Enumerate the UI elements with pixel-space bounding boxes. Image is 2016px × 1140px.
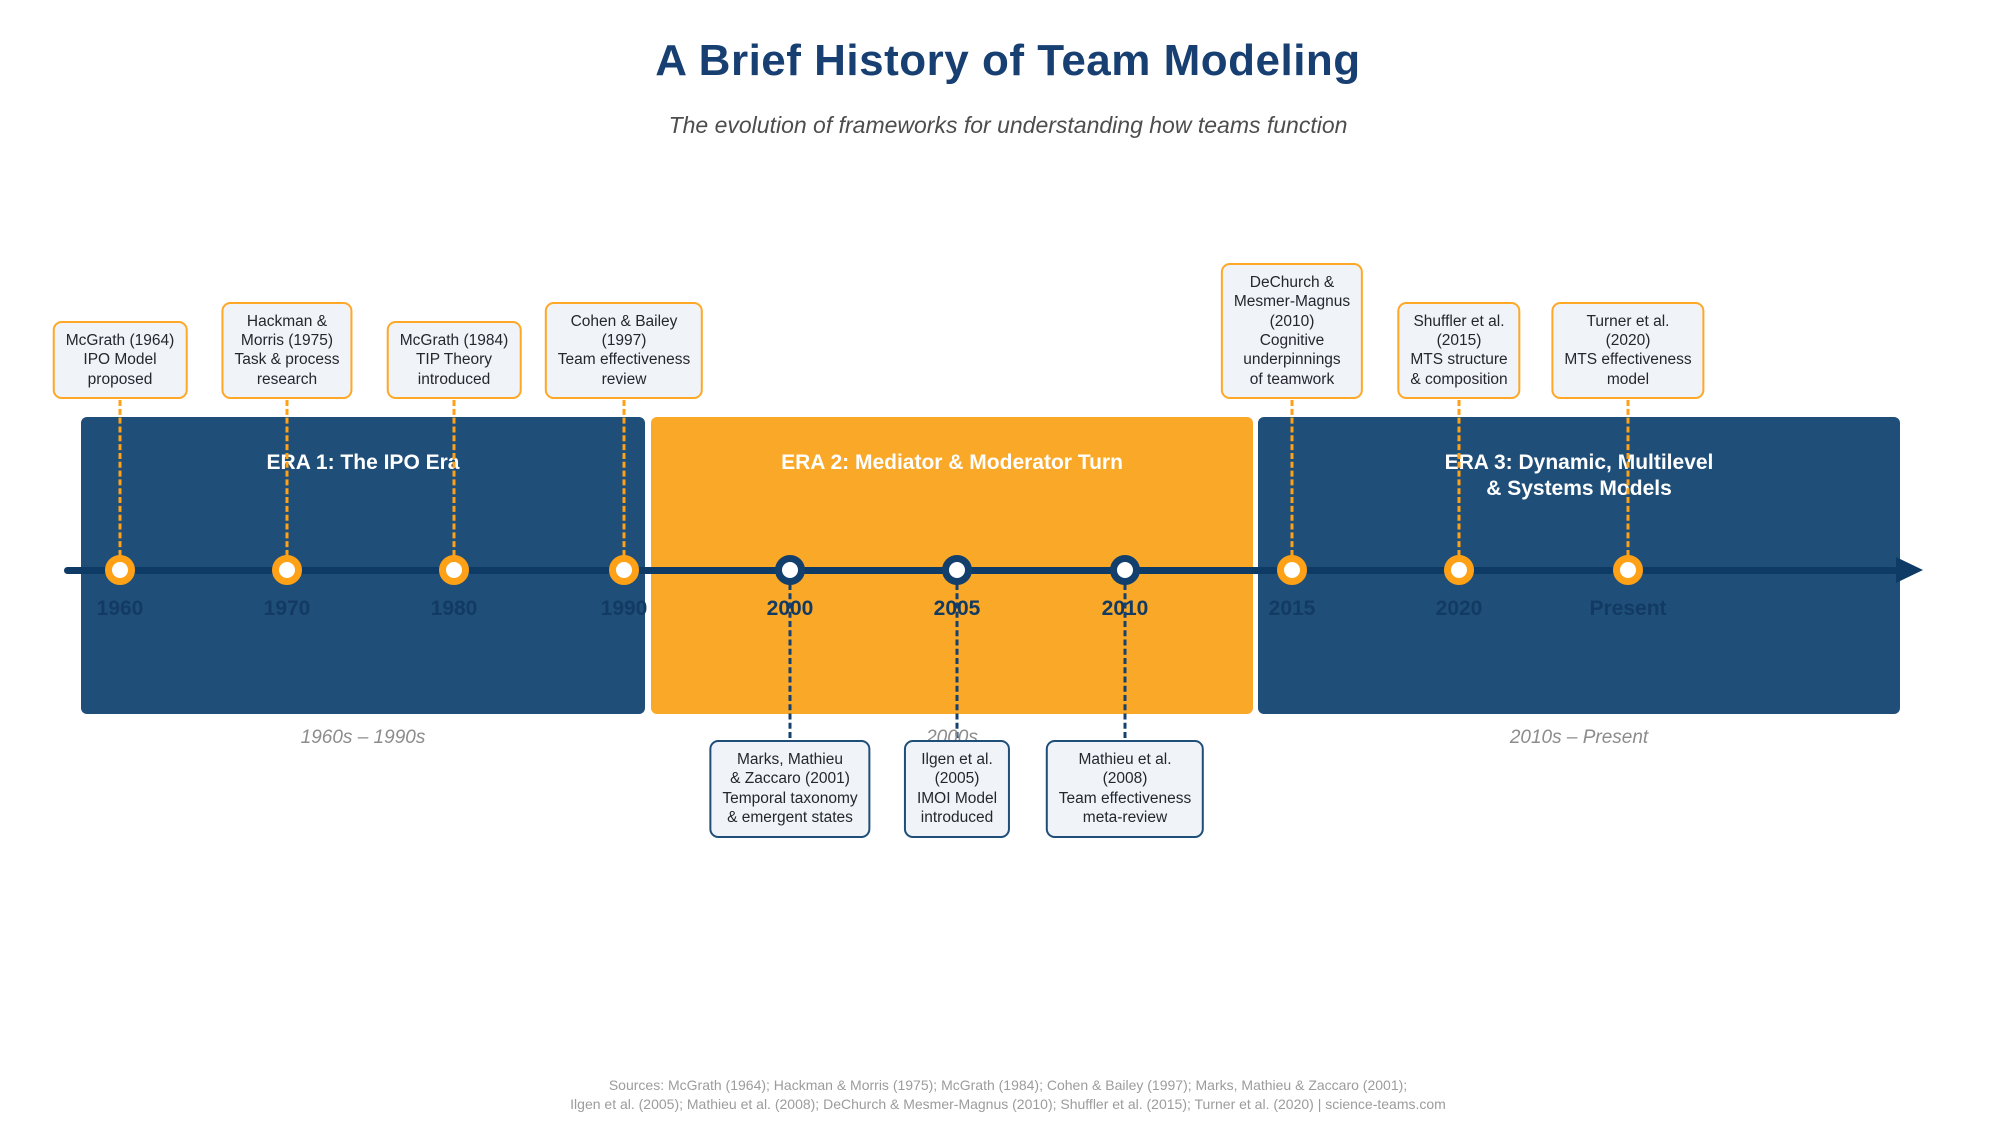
callout-cohen-bailey-1997: Cohen & Bailey (1997) Team effectiveness…: [544, 301, 704, 399]
timeline-arrow-icon: [1896, 557, 1923, 583]
callout-ilgen-2005: Ilgen et al. (2005) IMOI Model introduce…: [903, 740, 1011, 838]
era-1-range-label: 1960s – 1990s: [300, 727, 426, 748]
era-3-range-label: 2010s – Present: [1509, 727, 1649, 748]
connector-1980: [452, 400, 456, 556]
milestone-marker-2010: [1110, 555, 1140, 585]
connector-1990: [622, 400, 626, 556]
connector-2010: [1123, 584, 1127, 738]
connector-2015: [1290, 400, 1294, 556]
era-2-title: ERA 2: Mediator & Moderator Turn: [781, 451, 1123, 474]
callout-marks-mathieu-zaccaro-2001: Marks, Mathieu & Zaccaro (2001) Temporal…: [709, 740, 871, 838]
year-label-2015: 2015: [1268, 597, 1316, 620]
connector-1970: [285, 400, 289, 556]
connector-present: [1626, 400, 1630, 556]
page-subtitle: The evolution of frameworks for understa…: [668, 112, 1348, 138]
year-label-1960: 1960: [96, 597, 144, 620]
callout-mcgrath-1984: McGrath (1984) TIP Theory introduced: [386, 320, 522, 399]
year-label-present: Present: [1589, 597, 1667, 620]
milestone-marker-2015: [1277, 555, 1307, 585]
milestone-marker-2000: [775, 555, 805, 585]
year-label-1970: 1970: [263, 597, 311, 620]
year-label-2010: 2010: [1101, 597, 1149, 620]
era-band-3: ERA 3: Dynamic, Multilevel & Systems Mod…: [1258, 417, 1900, 714]
connector-2005: [955, 584, 959, 738]
callout-shuffler-2015: Shuffler et al. (2015) MTS structure & c…: [1397, 301, 1521, 399]
era-band-2: ERA 2: Mediator & Moderator Turn: [651, 417, 1253, 714]
milestone-marker-present: [1613, 555, 1643, 585]
callout-mathieu-2008: Mathieu et al. (2008) Team effectiveness…: [1045, 740, 1205, 838]
callout-mcgrath-1964: McGrath (1964) IPO Model proposed: [52, 320, 188, 399]
callout-turner-2020: Turner et al. (2020) MTS effectiveness m…: [1551, 301, 1705, 399]
era-3-title: ERA 3: Dynamic, Multilevel & Systems Mod…: [1444, 451, 1714, 501]
callout-dechurch-mesmer-magnus-2010: DeChurch & Mesmer-Magnus (2010) Cognitiv…: [1220, 262, 1364, 399]
year-label-1980: 1980: [430, 597, 478, 620]
year-label-1990: 1990: [600, 597, 648, 620]
callout-hackman-morris-1975: Hackman & Morris (1975) Task & process r…: [221, 301, 353, 399]
year-label-2020: 2020: [1435, 597, 1483, 620]
milestone-marker-2020: [1444, 555, 1474, 585]
connector-2000: [788, 584, 792, 738]
connector-2020: [1457, 400, 1461, 556]
year-label-2000: 2000: [766, 597, 814, 620]
milestone-marker-1990: [609, 555, 639, 585]
page-title: A Brief History of Team Modeling: [655, 36, 1361, 85]
era-band-1: ERA 1: The IPO Era: [81, 417, 645, 714]
connector-1960: [118, 400, 122, 556]
sources-footer: Sources: McGrath (1964); Hackman & Morri…: [0, 1076, 2016, 1114]
sources-line-1: Sources: McGrath (1964); Hackman & Morri…: [608, 1077, 1408, 1093]
timeline-axis: [64, 567, 1898, 574]
year-label-2005: 2005: [933, 597, 981, 620]
milestone-marker-1960: [105, 555, 135, 585]
milestone-marker-2005: [942, 555, 972, 585]
milestone-marker-1970: [272, 555, 302, 585]
sources-line-2: Ilgen et al. (2005); Mathieu et al. (200…: [570, 1095, 1446, 1112]
milestone-marker-1980: [439, 555, 469, 585]
era-1-title: ERA 1: The IPO Era: [266, 451, 460, 474]
